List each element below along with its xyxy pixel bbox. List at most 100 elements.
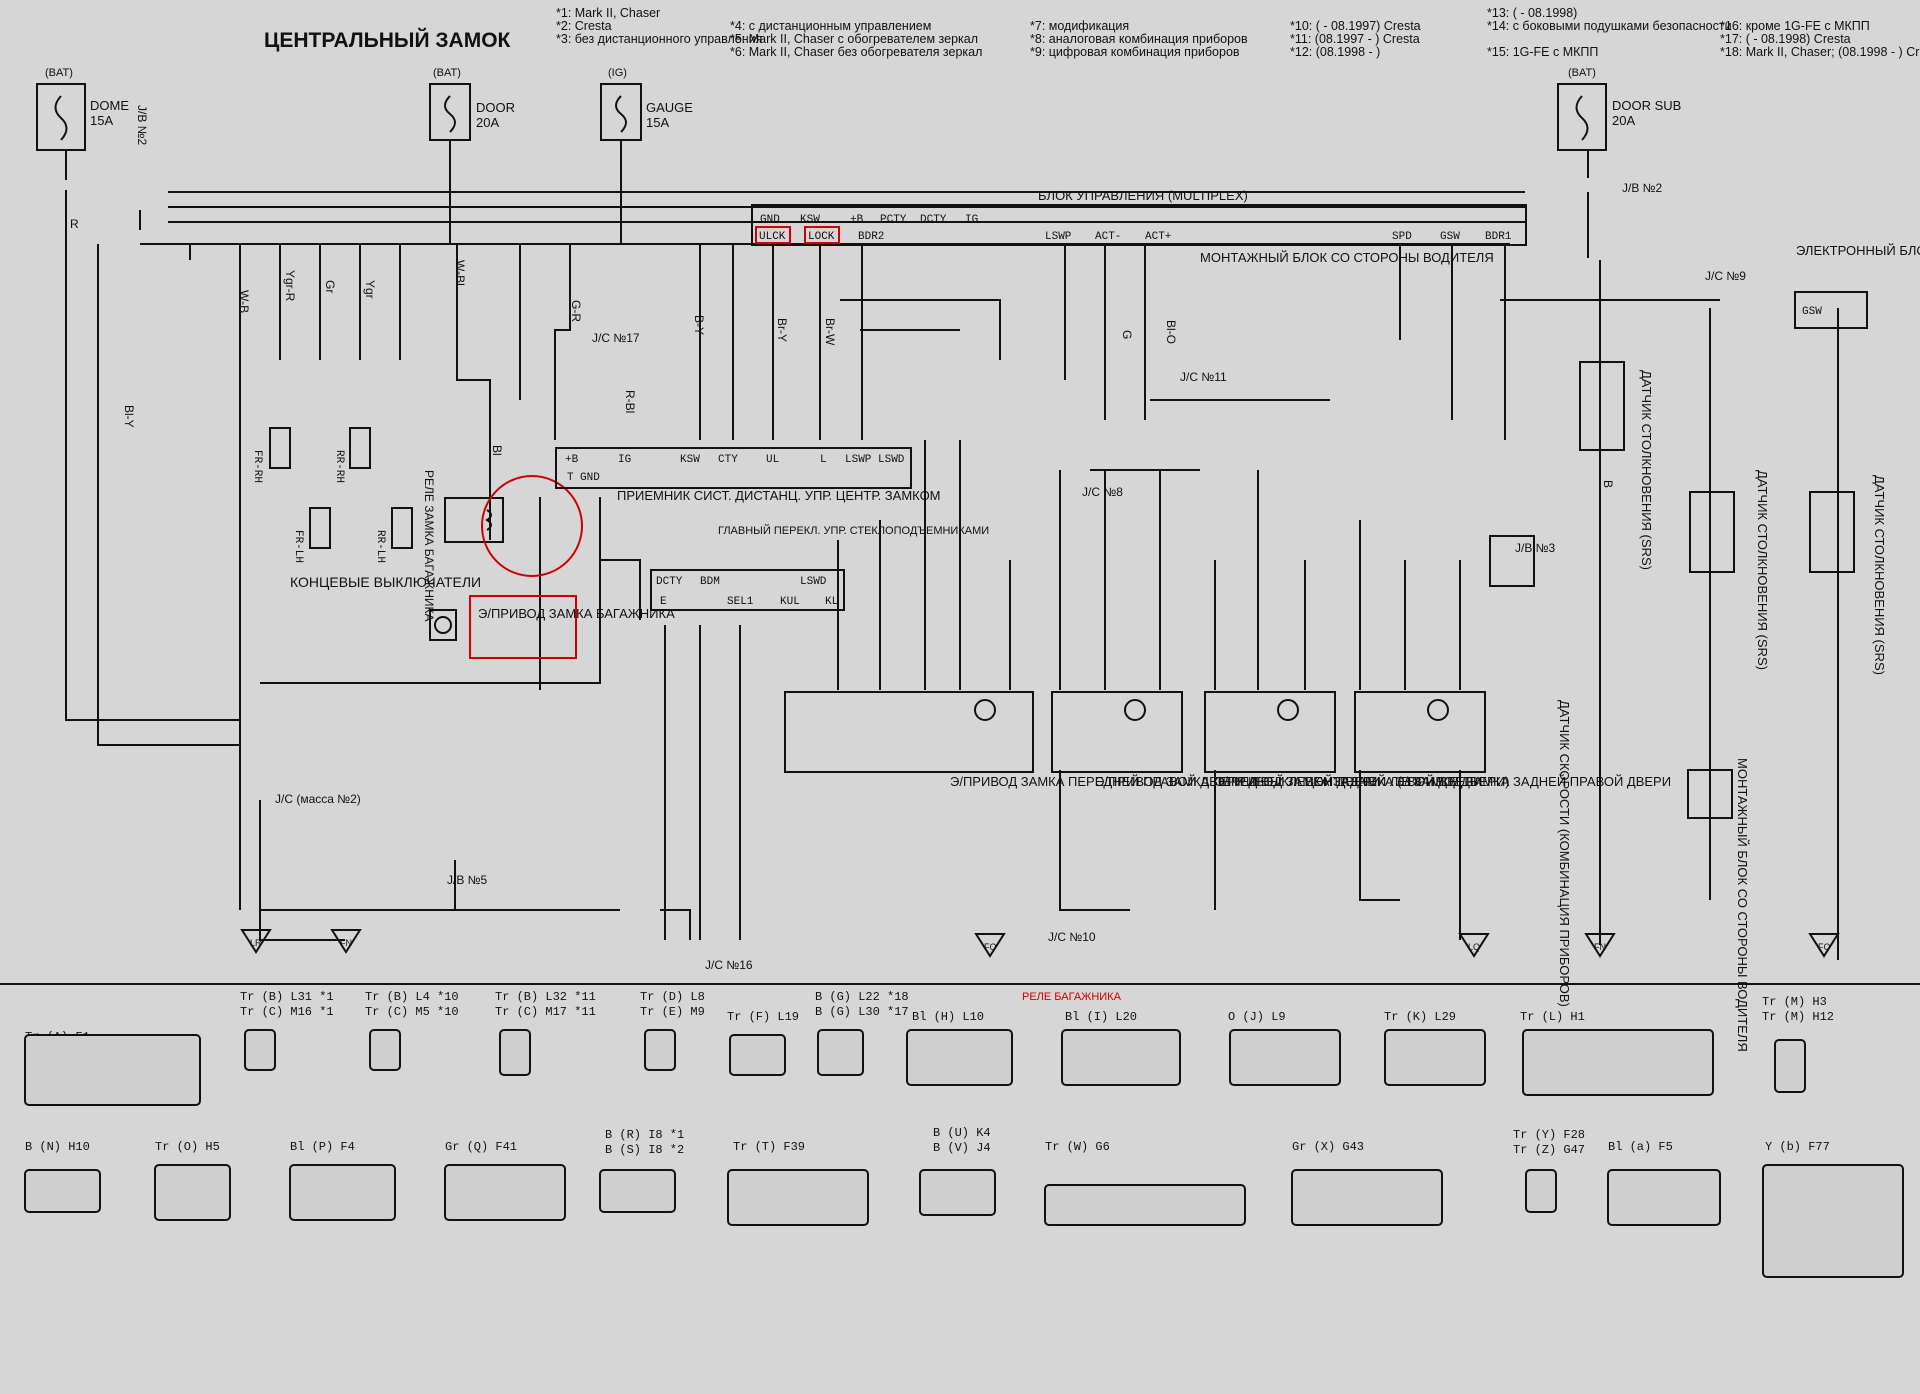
note: *7: модификация — [1030, 19, 1129, 33]
actuator-box — [784, 691, 1034, 773]
note: *10: ( - 08.1997) Cresta — [1290, 19, 1421, 33]
fuse-icon — [615, 95, 627, 133]
pin-label: LSWD — [800, 576, 827, 588]
switch-icon — [309, 507, 331, 549]
door-switches: FR-RH FR-LH RR-RH RR-LH КОНЦЕВЫЕ ВЫКЛЮЧА… — [251, 427, 481, 590]
pin-label: BDR1 — [1485, 231, 1512, 243]
trunk-actuator: Э/ПРИВОД ЗАМКА БАГАЖНИКА — [429, 595, 675, 659]
note: *1: Mark II, Chaser — [556, 6, 660, 20]
sensor-label: ДАТЧИК СКОРОСТИ (КОМБИНАЦИЯ ПРИБОРОВ) — [1557, 700, 1572, 1007]
connector-code: Tr (B) L31 *1 — [240, 990, 334, 1004]
trunk-relay-highlight — [481, 475, 583, 577]
motor-icon — [1277, 699, 1299, 721]
connector-code: B (G) L22 *18 — [815, 990, 909, 1004]
connector-shape — [1762, 1164, 1904, 1278]
note: *18: Mark II, Chaser; (08.1998 - ) Crest… — [1720, 45, 1920, 59]
connector-code: Y (b) F77 — [1765, 1140, 1830, 1154]
footnotes: *1: Mark II, Chaser *2: Cresta *3: без д… — [556, 6, 1920, 59]
srs-unit-label: ЭЛЕКТРОННЫЙ БЛОК СИСТЕМЫ SRS — [1796, 243, 1920, 258]
sensor-box — [1809, 491, 1855, 573]
ground-label: LQ — [1468, 942, 1480, 952]
actuator-label: Э/ПРИВОД ЗАМКА ЗАДНЕЙ ЛЕВОЙ ДВЕРИ — [1215, 774, 1482, 789]
switch-label: RR-RH — [333, 450, 345, 483]
connector-shape — [919, 1169, 996, 1216]
switch-label: RR-LH — [374, 530, 386, 563]
wire-label: Ygr — [363, 280, 377, 299]
fuse-amp: 20A — [1612, 113, 1635, 128]
ground-label: FN — [1594, 942, 1606, 952]
connector-code: Bl (I) L20 — [1065, 1010, 1137, 1024]
pin-label: DCTY — [656, 576, 683, 588]
sensor-box — [1689, 491, 1735, 573]
connector-shape — [154, 1164, 231, 1221]
pin-label: +B — [850, 214, 864, 226]
connector-code: Tr (B) L4 *10 — [365, 990, 459, 1004]
wire-label: W-Bl — [453, 260, 467, 286]
wire-label: G — [1120, 330, 1134, 339]
note: *9: цифровая комбинация приборов — [1030, 45, 1240, 59]
pin-label: BDR2 — [858, 231, 884, 243]
fuse-icon — [54, 95, 68, 141]
trunk-actuator-label: Э/ПРИВОД ЗАМКА БАГАЖНИКА — [478, 606, 675, 621]
ground-label: FO — [1818, 942, 1831, 952]
multiplex-block: БЛОК УПРАВЛЕНИЯ (MULTIPLEX) GND KSW +B P… — [751, 188, 1527, 246]
note: *14: с боковыми подушками безопасности — [1487, 19, 1732, 33]
switch-label: FR-LH — [292, 530, 304, 563]
pin-label: L — [820, 454, 827, 466]
fuse-icon — [444, 95, 456, 133]
connector-shape — [727, 1169, 869, 1226]
wire-label: R — [70, 217, 79, 231]
fuse-name: DOOR — [476, 100, 515, 115]
driver-block-label: МОНТАЖНЫЙ БЛОК СО СТОРОНЫ ВОДИТЕЛЯ — [1200, 250, 1494, 265]
fuse-amp: 20A — [476, 115, 499, 130]
ground-label: LR — [250, 938, 262, 948]
connector-code: Tr (W) G6 — [1045, 1140, 1110, 1154]
connector-code: Tr (Z) G47 — [1513, 1143, 1585, 1157]
connector-code: B (V) J4 — [933, 1141, 991, 1155]
sensor-box — [1489, 535, 1535, 587]
pin-label: GND — [580, 472, 600, 484]
ground-icon: LR — [240, 929, 272, 954]
receiver-label: ПРИЕМНИК СИСТ. ДИСТАНЦ. УПР. ЦЕНТР. ЗАМК… — [617, 488, 941, 503]
connector-shape — [244, 1029, 276, 1071]
pin-label: KL — [825, 596, 838, 608]
pin-label: GND — [760, 214, 780, 226]
connector-code: B (U) K4 — [933, 1126, 991, 1140]
pin-label: LSWD — [878, 454, 905, 466]
wire-label: Bl-Y — [122, 405, 136, 428]
connector-code: Tr (D) L8 — [640, 990, 705, 1004]
pin-label: ACT+ — [1145, 231, 1171, 243]
note: *12: (08.1998 - ) — [1290, 45, 1380, 59]
connector-code: Gr (X) G43 — [1292, 1140, 1364, 1154]
note: *17: ( - 08.1998) Cresta — [1720, 32, 1851, 46]
fuse-source: (BAT) — [45, 67, 73, 79]
actuator-label: Э/ПРИВОД ЗАМКА ПЕРЕДНЕЙ ЛЕВОЙ ДВЕРИ — [1095, 774, 1381, 789]
ground-icon: FO — [974, 933, 1006, 958]
junction-labels: J/C №17 J/C №11 J/C №8 J/C №9 J/C №10 J/… — [275, 269, 1746, 972]
note: *16: кроме 1G-FE с МКПП — [1720, 19, 1870, 33]
note: *13: ( - 08.1998) — [1487, 6, 1577, 20]
connector-code: Bl (P) F4 — [290, 1140, 355, 1154]
connector-shape — [1525, 1169, 1557, 1213]
connector-code: Tr (K) L29 — [1384, 1010, 1456, 1024]
switch-icon — [349, 427, 371, 469]
pin-label: E — [660, 596, 667, 608]
connector-code: Tr (T) F39 — [733, 1140, 805, 1154]
connector-shape — [24, 1169, 101, 1213]
sensor-label: ДАТЧИК СТОЛКНОВЕНИЯ (SRS) — [1872, 475, 1887, 675]
pin-label: SPD — [1392, 231, 1412, 243]
fuse-gauge: (IG) GAUGE 15A — [600, 67, 693, 141]
ulck-highlight — [755, 226, 791, 244]
connector-code: Tr (Y) F28 — [1513, 1128, 1585, 1142]
note: *3: без дистанционного управления — [556, 32, 762, 46]
pin-label: T — [567, 472, 574, 484]
junction-label: J/B №5 — [447, 873, 488, 887]
pin-label: ACT- — [1095, 231, 1121, 243]
wire-color-labels: R W-B Ygr-R Gr Ygr W-Bl Bl G-R R-Bl B-Y … — [70, 217, 1615, 488]
fuse-name: DOOR SUB — [1612, 98, 1681, 113]
sensor-label: ДАТЧИК СТОЛКНОВЕНИЯ (SRS) — [1755, 470, 1770, 670]
connector-shape — [729, 1034, 786, 1076]
connector-code: Tr (C) M17 *11 — [495, 1005, 596, 1019]
trunk-relay: РЕЛЕ ЗАМКА БАГАЖНИКА — [422, 470, 583, 621]
